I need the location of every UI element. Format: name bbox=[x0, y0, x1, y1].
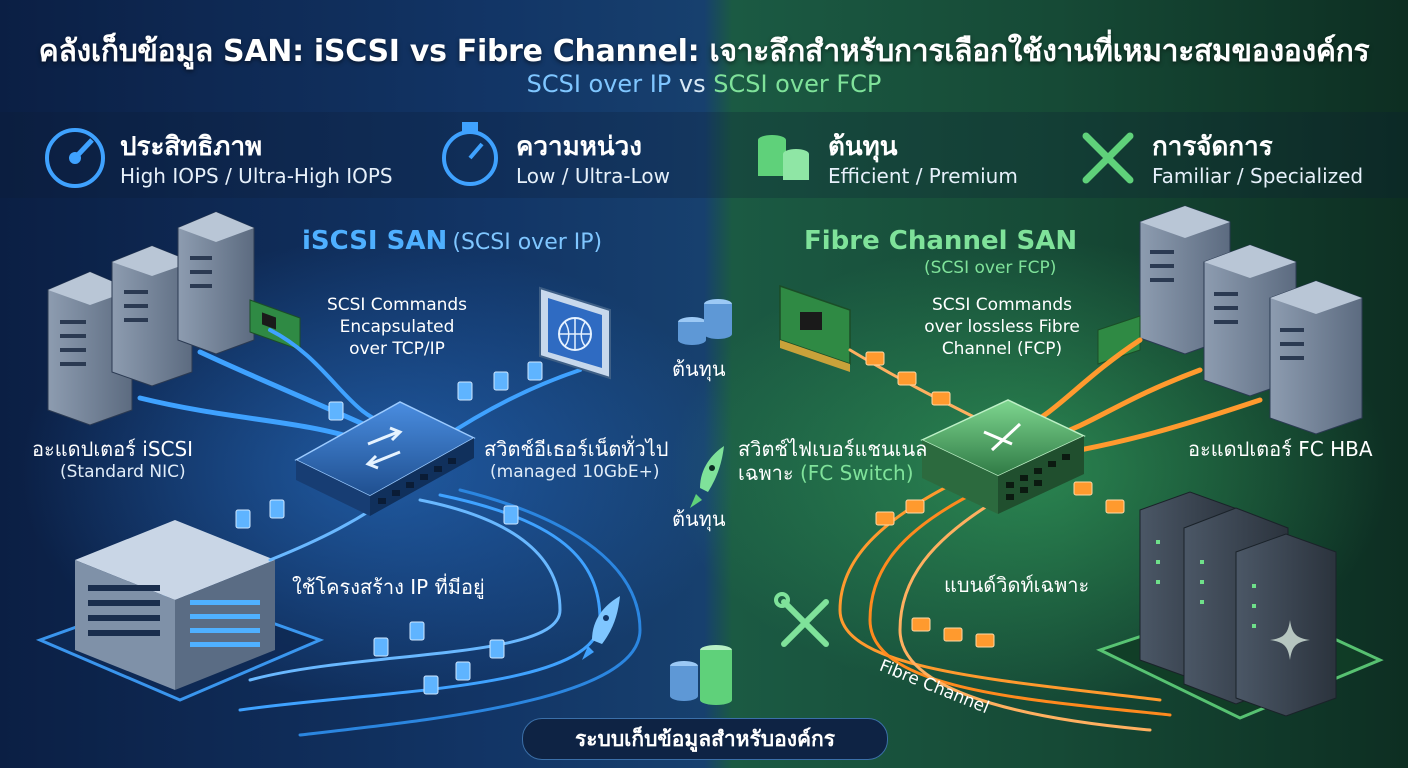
subtitle-vs: vs bbox=[678, 70, 706, 98]
metric-performance-title: ประสิทธิภาพ bbox=[120, 132, 263, 162]
metric-cost-title: ต้นทุน bbox=[828, 132, 898, 162]
iscsi-adapter-label: อะแดปเตอร์ iSCSI bbox=[32, 437, 194, 461]
ethernet-switch-label: สวิตช์อีเธอร์เน็ตทั่วไป bbox=[484, 437, 669, 461]
iscsi-title: iSCSI SAN bbox=[302, 226, 448, 256]
iscsi-adapter-sub: (Standard NIC) bbox=[60, 462, 186, 482]
iscsi-title-suffix: (SCSI over IP) bbox=[452, 230, 603, 255]
fc-server-rack bbox=[1097, 205, 1363, 435]
metric-management-title: การจัดการ bbox=[1152, 132, 1273, 162]
center-cost-label-top: ต้นทุน bbox=[672, 357, 726, 381]
tools-icon bbox=[1082, 132, 1134, 184]
fc-hba-label: อะแดปเตอร์ FC HBA bbox=[1188, 437, 1373, 461]
fc-cmd-label: SCSI Commands over lossless Fibre Channe… bbox=[912, 294, 1092, 360]
page-subtitle: SCSI over IP vs SCSI over FCP bbox=[0, 70, 1408, 98]
iscsi-server-rack bbox=[47, 211, 301, 426]
metric-latency-title: ความหน่วง bbox=[516, 132, 642, 162]
subtitle-left: SCSI over IP bbox=[526, 70, 672, 98]
ethernet-switch-sub: (managed 10GbE+) bbox=[490, 462, 660, 482]
fc-switch-sub-paren: (FC Switch) bbox=[799, 461, 914, 485]
fc-cmd-line-2: over lossless Fibre bbox=[924, 317, 1080, 337]
fc-hba-card bbox=[779, 284, 851, 372]
fc-bandwidth-label: แบนด์วิดท์เฉพาะ bbox=[944, 573, 1090, 597]
stopwatch-icon bbox=[442, 122, 498, 186]
iscsi-initiator-monitor bbox=[539, 286, 611, 380]
fc-cmd-line-3: Channel (FCP) bbox=[941, 339, 1063, 359]
fc-switch bbox=[920, 399, 1086, 514]
fc-title: Fibre Channel SAN bbox=[804, 226, 1078, 256]
metric-cost-value: Efficient / Premium bbox=[828, 164, 1018, 188]
gauge-icon bbox=[45, 128, 105, 188]
iscsi-encap-line-2: Encapsulated bbox=[339, 317, 455, 337]
metric-latency-value: Low / Ultra-Low bbox=[516, 164, 670, 188]
ethernet-switch bbox=[294, 401, 476, 516]
iscsi-section-title: iSCSI SAN (SCSI over IP) bbox=[302, 226, 602, 256]
coins-icon bbox=[758, 135, 809, 180]
iscsi-infra-label: ใช้โครงสร้าง IP ที่มีอยู่ bbox=[292, 575, 485, 599]
fc-storage-array bbox=[1096, 491, 1384, 720]
center-cost-label-mid: ต้นทุน bbox=[672, 507, 726, 531]
metric-management-value: Familiar / Specialized bbox=[1152, 164, 1364, 188]
fc-switch-label: สวิตช์ไฟเบอร์แชนเนล bbox=[738, 437, 928, 461]
fc-cmd-line-1: SCSI Commands bbox=[931, 295, 1073, 315]
coins-stack-icon-bottom bbox=[670, 645, 732, 705]
fc-title-suffix: (SCSI over FCP) bbox=[924, 258, 1057, 278]
iscsi-encap-line-1: SCSI Commands bbox=[326, 295, 468, 315]
rocket-icon-center bbox=[690, 446, 724, 508]
coins-stack-icon-top bbox=[678, 299, 732, 345]
metric-performance-value: High IOPS / Ultra-High IOPS bbox=[120, 164, 393, 188]
iscsi-storage-array bbox=[35, 520, 325, 702]
fc-switch-sub: เฉพาะ (FC Switch) bbox=[738, 460, 914, 486]
fc-switch-sub-thai: เฉพาะ bbox=[738, 461, 794, 485]
subtitle-right: SCSI over FCP bbox=[713, 70, 882, 98]
footer-pill: ระบบเก็บข้อมูลสำหรับองค์กร bbox=[522, 718, 888, 760]
page-title: คลังเก็บข้อมูล SAN: iSCSI vs Fibre Chann… bbox=[38, 34, 1370, 69]
iscsi-encap-label: SCSI Commands Encapsulated over TCP/IP bbox=[322, 294, 472, 360]
wrench-screwdriver-icon bbox=[774, 592, 829, 647]
iscsi-encap-line-3: over TCP/IP bbox=[349, 339, 445, 359]
rocket-icon-left bbox=[582, 596, 620, 660]
iscsi-packets bbox=[235, 361, 543, 695]
fc-frames bbox=[865, 351, 1125, 648]
sparkle-logo bbox=[1270, 620, 1310, 660]
